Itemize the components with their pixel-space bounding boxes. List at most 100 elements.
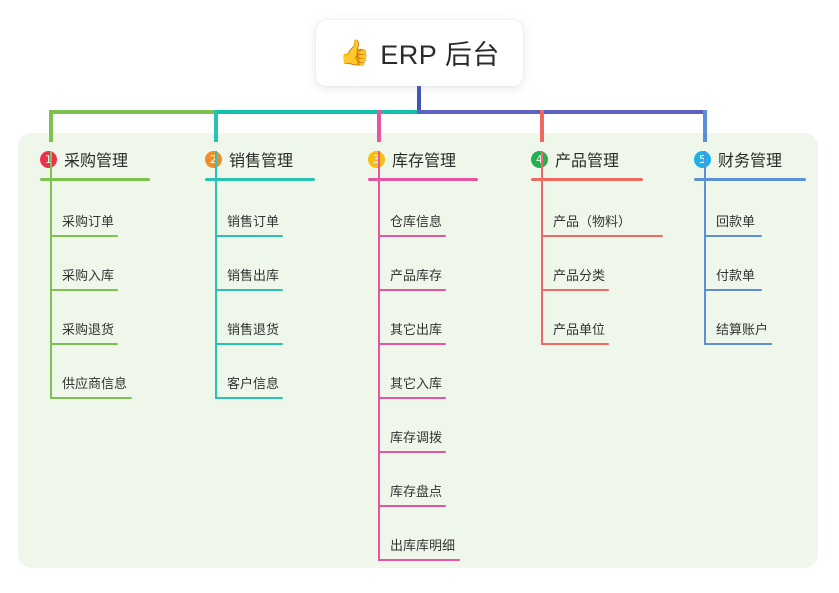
branch-item[interactable]: 库存盘点 — [378, 483, 446, 507]
branch-item[interactable]: 采购订单 — [50, 213, 118, 237]
branch-item-label: 销售订单 — [227, 214, 280, 229]
branch-item-list: 销售订单销售出库销售退货客户信息 — [205, 151, 315, 431]
branch-item[interactable]: 仓库信息 — [378, 213, 446, 237]
column-stem-4 — [540, 110, 544, 142]
branch-item-label: 出库库明细 — [390, 538, 456, 553]
branch-item-underline — [541, 289, 609, 291]
branch-item-underline — [378, 451, 446, 453]
branch-item[interactable]: 销售出库 — [215, 267, 283, 291]
branch-item-label: 产品库存 — [390, 268, 443, 283]
branch-item-underline — [704, 235, 762, 237]
branch-item-underline — [378, 559, 460, 561]
branch-item-label: 产品（物料） — [553, 214, 632, 229]
branch-item-label: 产品单位 — [553, 322, 606, 337]
branch-item[interactable]: 产品单位 — [541, 321, 609, 345]
branch-column-3: 3 库存管理仓库信息产品库存其它出库其它入库库存调拨库存盘点出库库明细 — [368, 146, 478, 593]
branch-number-badge: 3 — [368, 150, 385, 168]
branch-number-badge: 5 — [694, 150, 711, 168]
branch-item-underline — [50, 235, 118, 237]
branch-number-badge: 4 — [531, 150, 548, 168]
branch-item-underline — [704, 289, 762, 291]
branch-item-label: 采购退货 — [62, 322, 115, 337]
branch-item[interactable]: 产品库存 — [378, 267, 446, 291]
branch-item-label: 库存盘点 — [390, 484, 443, 499]
diagram-background-panel — [18, 133, 818, 568]
branch-item[interactable]: 采购入库 — [50, 267, 118, 291]
bus-segment-2 — [216, 110, 419, 114]
bus-segment-1 — [49, 110, 216, 114]
branch-title: 产品管理 — [555, 153, 620, 170]
branch-item-underline — [378, 505, 446, 507]
branch-item-underline — [541, 235, 663, 237]
branch-header-underline — [531, 178, 643, 181]
branch-item[interactable]: 销售退货 — [215, 321, 283, 345]
branch-header-underline — [694, 178, 806, 181]
branch-item-label: 库存调拨 — [390, 430, 443, 445]
branch-number-badge: 2 — [205, 150, 222, 168]
branch-item-underline — [50, 289, 118, 291]
branch-item-underline — [215, 343, 283, 345]
branch-item[interactable]: 产品分类 — [541, 267, 609, 291]
branch-item-underline — [215, 289, 283, 291]
branch-item-underline — [215, 397, 283, 399]
root-node-card[interactable]: 👍 ERP 后台 — [316, 20, 523, 86]
branch-item[interactable]: 其它入库 — [378, 375, 446, 399]
branch-item-list: 产品（物料） 产品分类产品单位 — [531, 151, 663, 377]
branch-title: 财务管理 — [718, 153, 783, 170]
branch-item-label: 销售出库 — [227, 268, 280, 283]
branch-title: 库存管理 — [392, 153, 457, 170]
branch-item[interactable]: 出库库明细 — [378, 537, 460, 561]
branch-item[interactable]: 产品（物料） — [541, 213, 663, 237]
branch-item[interactable]: 回款单 — [704, 213, 762, 237]
branch-item[interactable]: 其它出库 — [378, 321, 446, 345]
branch-item-label: 仓库信息 — [390, 214, 443, 229]
branch-title: 采购管理 — [64, 153, 129, 170]
bus-segment-3 — [417, 110, 707, 114]
column-stem-5 — [703, 110, 707, 142]
branch-spine — [378, 151, 380, 561]
branch-item[interactable]: 付款单 — [704, 267, 762, 291]
branch-header-underline — [205, 178, 315, 181]
branch-header-4[interactable]: 4 产品管理 — [531, 146, 643, 172]
branch-item[interactable]: 供应商信息 — [50, 375, 132, 399]
root-stem-connector — [417, 84, 421, 113]
branch-item-list: 回款单付款单结算账户 — [694, 151, 806, 377]
branch-item-label: 供应商信息 — [62, 376, 128, 391]
branch-column-5: 5 财务管理回款单付款单结算账户 — [694, 146, 806, 377]
branch-item[interactable]: 采购退货 — [50, 321, 118, 345]
branch-spine — [541, 151, 543, 345]
branch-item[interactable]: 库存调拨 — [378, 429, 446, 453]
branch-spine — [215, 151, 217, 399]
branch-item-label: 采购订单 — [62, 214, 115, 229]
branch-header-1[interactable]: 1 采购管理 — [40, 146, 150, 172]
root-node-content: 👍 ERP 后台 — [339, 33, 500, 72]
branch-item-underline — [378, 289, 446, 291]
branch-item-label: 客户信息 — [227, 376, 280, 391]
branch-item-underline — [541, 343, 609, 345]
branch-item-underline — [50, 343, 118, 345]
branch-item-list: 仓库信息产品库存其它出库其它入库库存调拨库存盘点出库库明细 — [368, 151, 478, 593]
branch-item-underline — [50, 397, 132, 399]
branch-item[interactable]: 结算账户 — [704, 321, 772, 345]
branch-item-label: 回款单 — [716, 214, 756, 229]
branch-item-underline — [704, 343, 772, 345]
branch-header-underline — [40, 178, 150, 181]
thumbs-up-icon: 👍 — [339, 37, 371, 67]
branch-spine — [50, 151, 52, 399]
branch-number-badge: 1 — [40, 150, 57, 168]
root-node-title: ERP 后台 — [380, 39, 500, 70]
branch-header-underline — [368, 178, 478, 181]
column-stem-2 — [214, 110, 218, 142]
branch-header-3[interactable]: 3 库存管理 — [368, 146, 478, 172]
branch-item-underline — [215, 235, 283, 237]
branch-item-underline — [378, 235, 446, 237]
branch-header-5[interactable]: 5 财务管理 — [694, 146, 806, 172]
branch-column-4: 4 产品管理产品（物料） 产品分类产品单位 — [531, 146, 663, 377]
branch-item[interactable]: 销售订单 — [215, 213, 283, 237]
branch-item-label: 其它入库 — [390, 376, 443, 391]
branch-item-label: 付款单 — [716, 268, 756, 283]
branch-item[interactable]: 客户信息 — [215, 375, 283, 399]
